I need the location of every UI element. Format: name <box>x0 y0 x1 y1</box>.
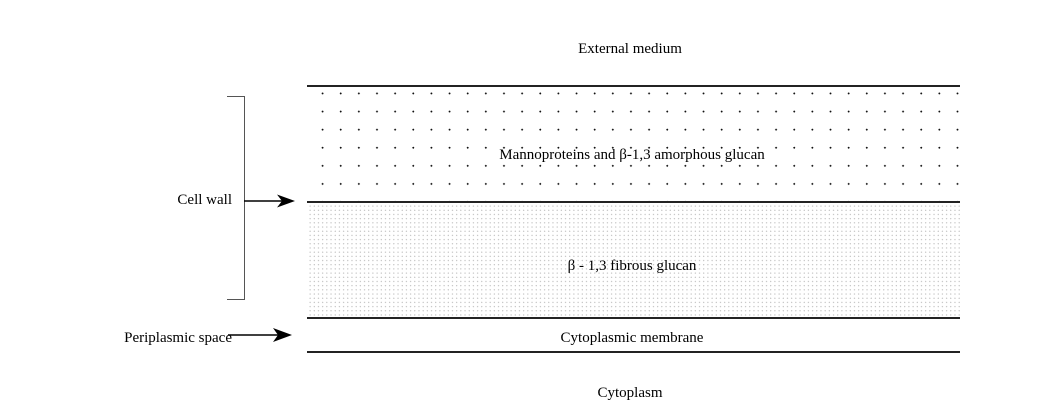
periplasmic-space-label: Periplasmic space <box>124 330 232 346</box>
cytoplasmic-membrane-label: Cytoplasmic membrane <box>560 330 704 346</box>
fibrous-glucan-zone <box>307 203 960 318</box>
outer-wall-boundary-line <box>307 85 960 87</box>
cytoplasm-label: Cytoplasm <box>597 385 663 401</box>
cell-wall-label: Cell wall <box>177 192 232 208</box>
amorphous-fibrous-divider-line <box>307 201 960 203</box>
membrane-bottom-line <box>307 351 960 353</box>
periplasmic-arrow-right-icon <box>228 328 292 342</box>
cell-wall-bracket-icon <box>227 96 245 300</box>
membrane-top-line <box>307 317 960 319</box>
cell-wall-arrow-right-icon <box>244 194 295 208</box>
amorphous-layer-label: Mannoproteins and β-1,3 amorphous glucan <box>499 147 765 163</box>
cytoplasmic-membrane-zone <box>307 319 960 352</box>
external-medium-label: External medium <box>578 41 682 57</box>
amorphous-glucan-zone <box>307 88 960 202</box>
fibrous-layer-label: β - 1,3 fibrous glucan <box>567 258 697 274</box>
